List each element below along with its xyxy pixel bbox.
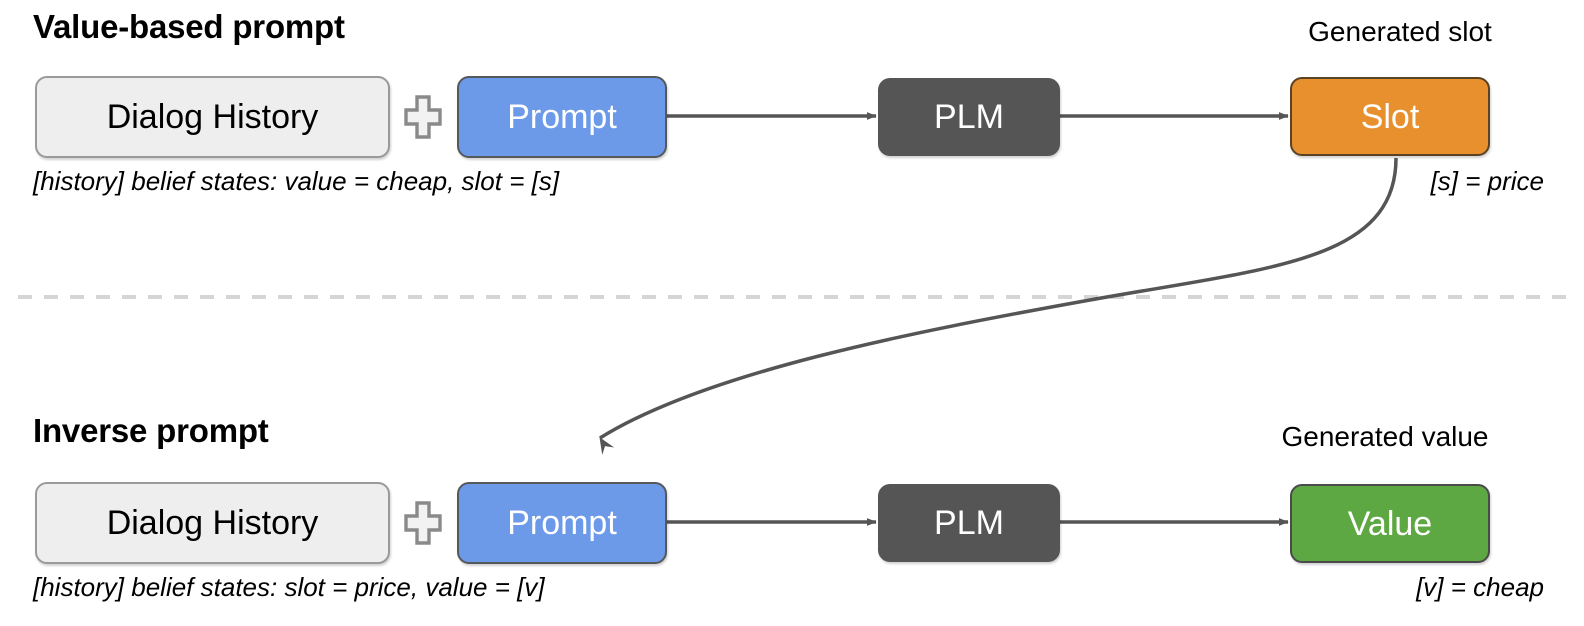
plus-icon (403, 500, 443, 546)
section-title-value-based: Value-based prompt (33, 8, 345, 45)
value-annotation: [v] = cheap (1416, 572, 1544, 602)
value-output-box[interactable]: Value (1290, 484, 1490, 563)
prompt-box-top[interactable]: Prompt (457, 76, 667, 158)
plm-box-bottom[interactable]: PLM (878, 484, 1060, 562)
slot-annotation: [s] = price (1430, 166, 1544, 196)
dialog-history-box-bottom[interactable]: Dialog History (35, 482, 390, 564)
prompt-text-top: [history] belief states: value = cheap, … (33, 166, 560, 196)
plus-icon (403, 94, 443, 140)
section-title-inverse: Inverse prompt (33, 412, 269, 449)
prompt-text-bottom: [history] belief states: slot = price, v… (33, 572, 545, 602)
plm-box-top[interactable]: PLM (878, 78, 1060, 156)
arrow-slot-to-prompt-curve (599, 157, 1398, 455)
generated-value-caption: Generated value (1281, 421, 1489, 452)
dialog-history-box-top[interactable]: Dialog History (35, 76, 390, 158)
generated-slot-caption: Generated slot (1308, 16, 1492, 47)
slot-output-box[interactable]: Slot (1290, 77, 1490, 156)
prompt-box-bottom[interactable]: Prompt (457, 482, 667, 564)
